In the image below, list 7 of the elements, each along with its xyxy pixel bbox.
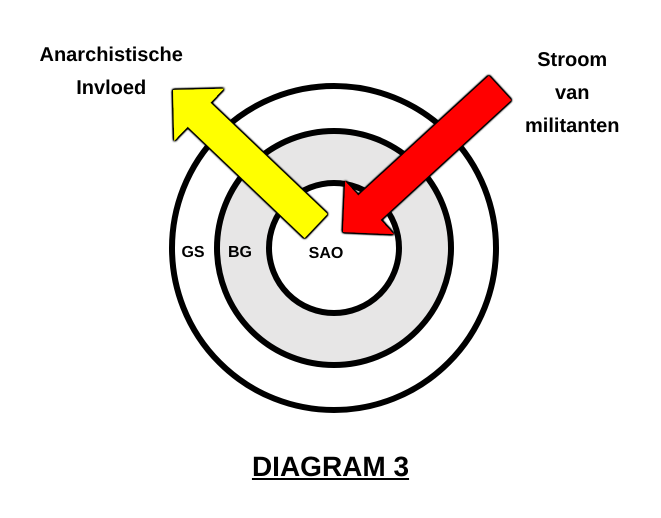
ring-label: BG <box>228 244 252 262</box>
callout-label: Stroom van militanten <box>525 44 620 143</box>
block-arrow <box>173 88 328 238</box>
diagram-caption: DIAGRAM 3 <box>252 450 410 484</box>
ring-label: SAO <box>308 245 344 263</box>
callout-label: Anarchistische Invloed <box>40 39 183 105</box>
ring-label: GS <box>181 244 205 262</box>
